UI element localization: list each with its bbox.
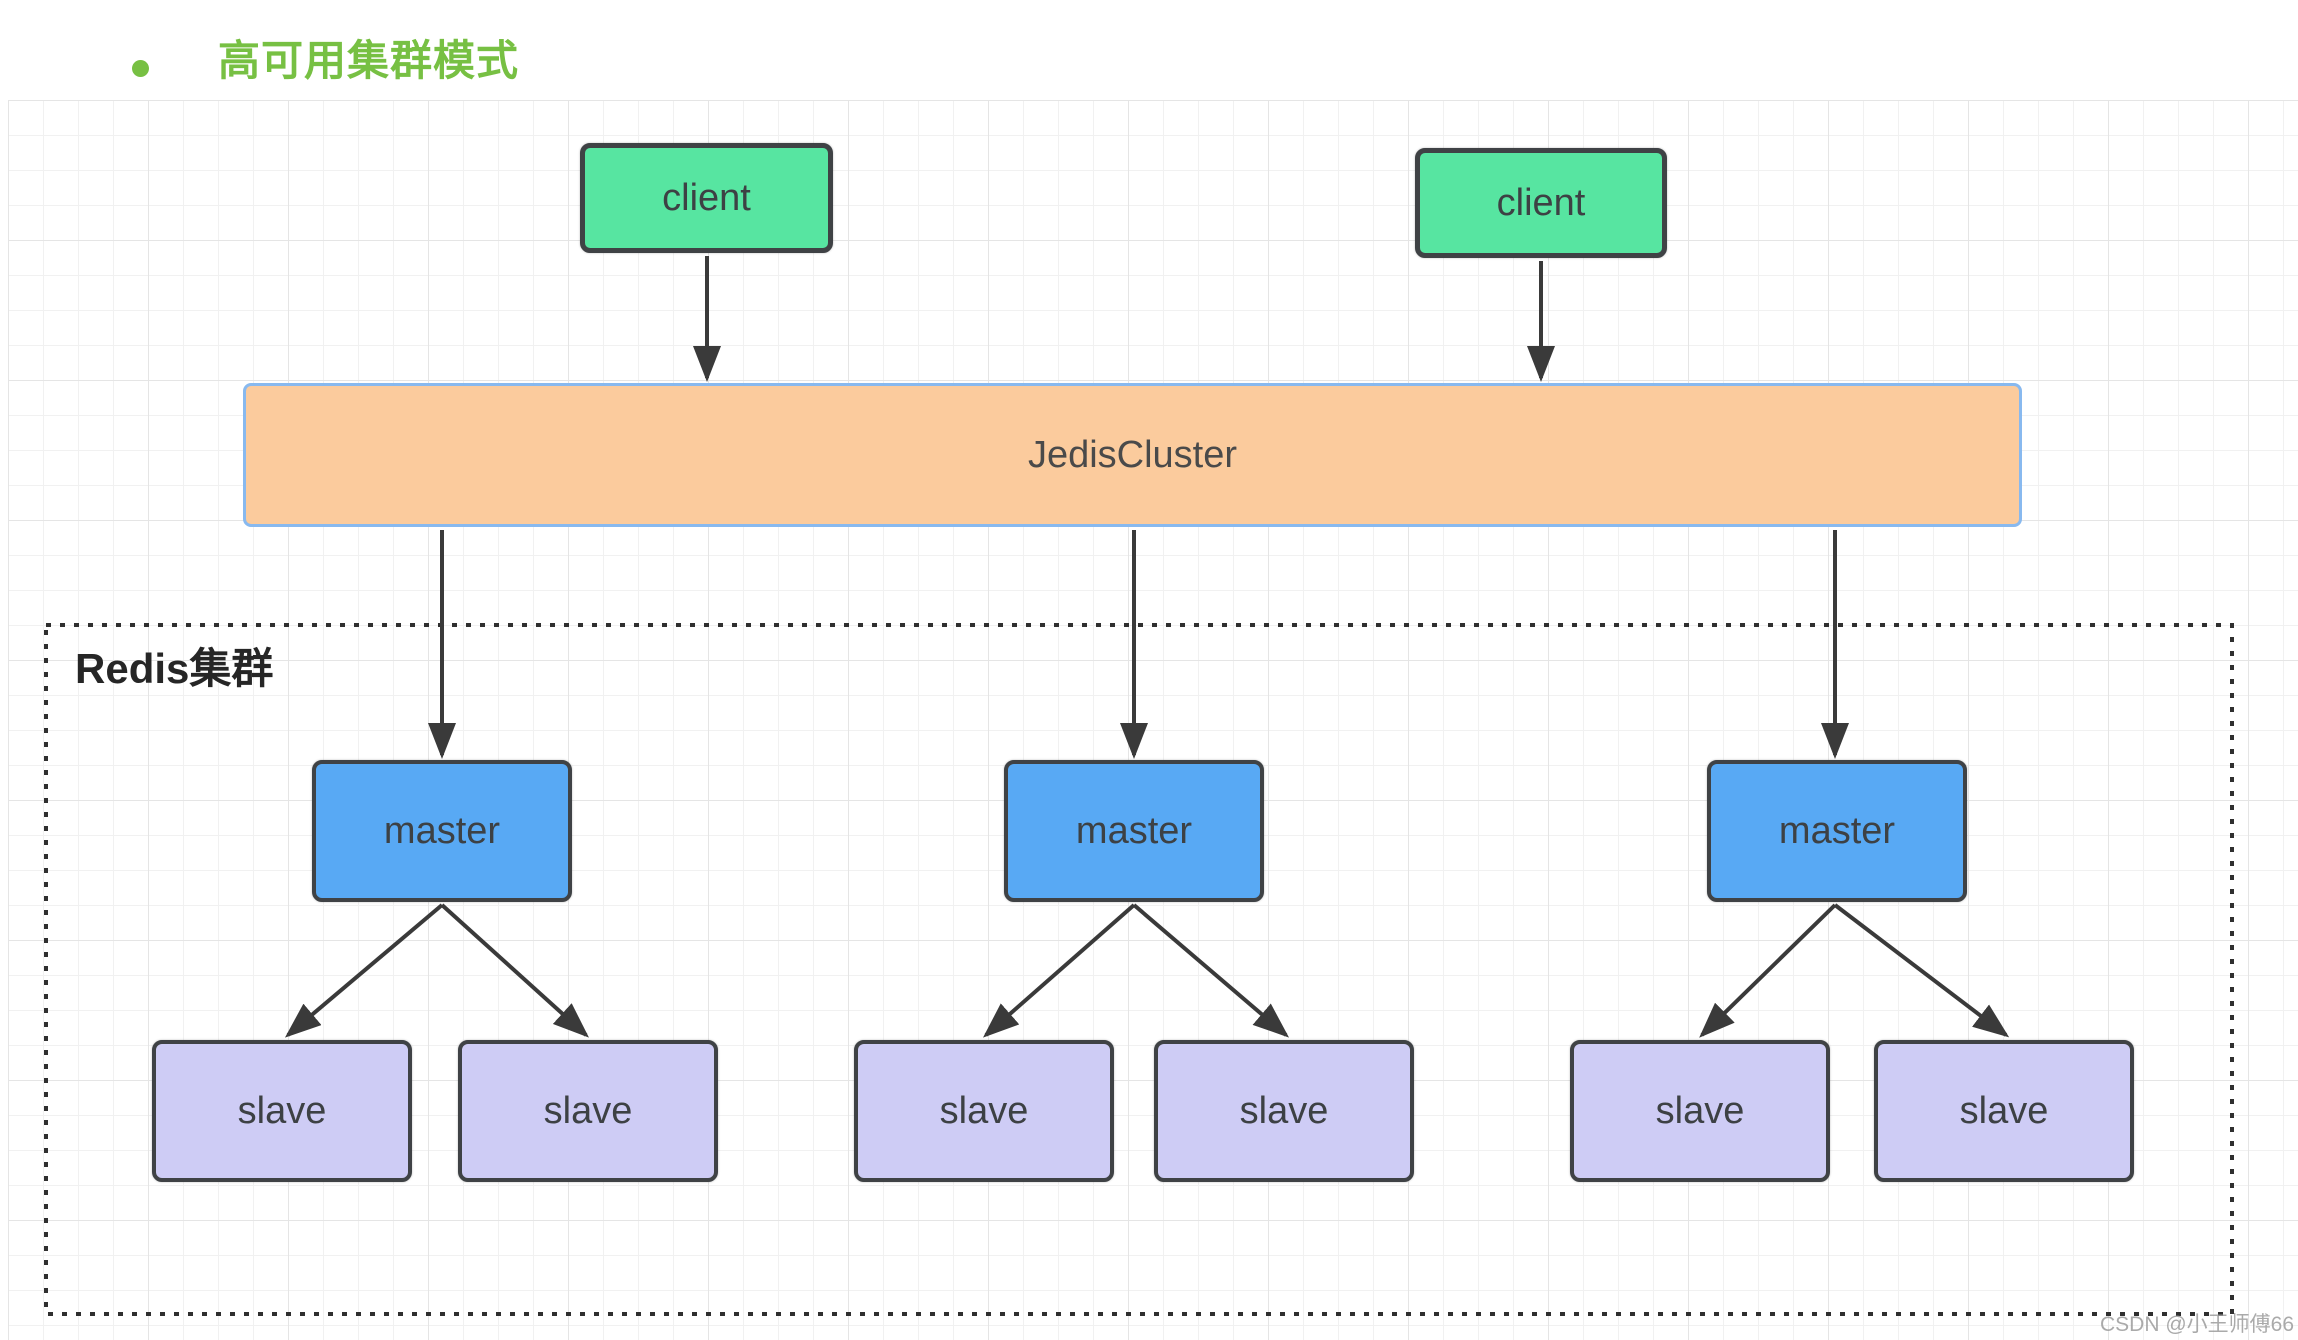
node-master-3: master (1707, 760, 1967, 902)
node-master-2: master (1004, 760, 1264, 902)
page-title: 高可用集群模式 (218, 37, 520, 84)
redis-cluster-border (44, 623, 2234, 1316)
node-slave-2-label: slave (543, 1090, 633, 1132)
node-client-1-label: client (662, 177, 751, 219)
node-slave-6: slave (1874, 1040, 2134, 1182)
node-slave-5: slave (1570, 1040, 1830, 1182)
node-client-1: client (580, 143, 833, 253)
node-slave-4-label: slave (1239, 1090, 1329, 1132)
redis-cluster-label: Redis集群 (75, 645, 274, 692)
node-master-1-label: master (383, 810, 501, 852)
node-slave-3: slave (854, 1040, 1114, 1182)
node-slave-4: slave (1154, 1040, 1414, 1182)
arrow-master3-to-slave6 (1833, 903, 2010, 1038)
node-slave-2: slave (458, 1040, 718, 1182)
watermark: CSDN @小王师傅66 (2100, 1313, 2295, 1336)
node-slave-6-label: slave (1959, 1090, 2049, 1132)
node-client-2-label: client (1496, 182, 1586, 224)
node-slave-5-label: slave (1655, 1090, 1745, 1132)
node-master-1: master (312, 760, 572, 902)
arrow-master2-to-slave4 (1132, 903, 1290, 1038)
node-slave-1-label: slave (237, 1090, 327, 1132)
list-bullet-icon (132, 60, 149, 77)
node-client-2: client (1415, 148, 1667, 258)
arrow-master3-to-slave5 (1699, 903, 1837, 1038)
arrow-master1-to-slave1 (284, 903, 444, 1038)
arrow-master1-to-slave2 (440, 903, 589, 1038)
node-slave-3-label: slave (939, 1090, 1029, 1132)
node-jediscluster-label: JedisCluster (1027, 434, 1238, 476)
node-master-2-label: master (1075, 810, 1193, 852)
node-master-3-label: master (1778, 810, 1896, 852)
node-jediscluster: JedisCluster (243, 383, 2022, 527)
arrow-master2-to-slave3 (982, 903, 1136, 1038)
node-slave-1: slave (152, 1040, 412, 1182)
